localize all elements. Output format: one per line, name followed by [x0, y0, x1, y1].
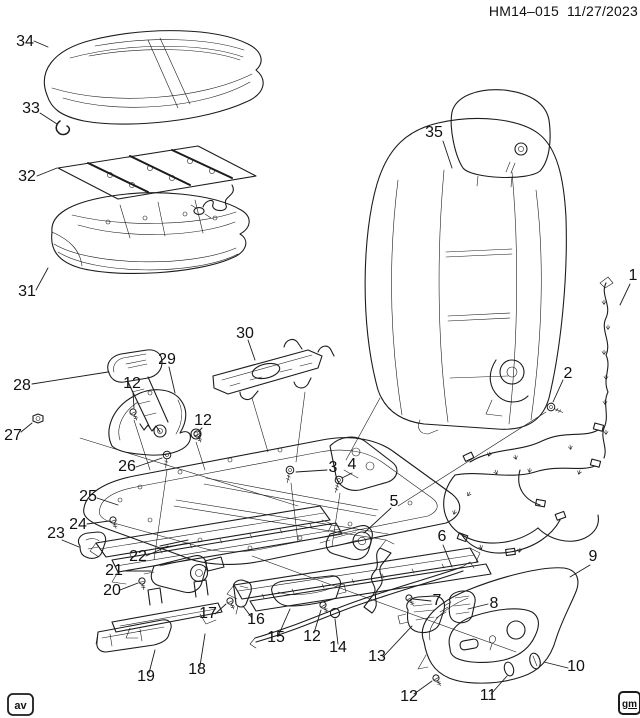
- callout-labels: 34 33 32 31 35 1 2 28 12 29 12 27 26 30 …: [4, 33, 637, 705]
- callout-16: 16: [247, 611, 265, 628]
- callout-12-c: 12: [303, 628, 321, 645]
- callout-5: 5: [390, 493, 399, 510]
- clip-23-drawing: [77, 531, 107, 559]
- callout-18: 18: [188, 661, 206, 678]
- recliner-bolt-drawing: [397, 401, 565, 507]
- leader-lines: [20, 40, 631, 695]
- screw-12-upper-left: [128, 407, 141, 422]
- callout-2: 2: [564, 365, 573, 382]
- callout-33: 33: [22, 100, 40, 117]
- adjuster-bracket-drawing: [212, 338, 335, 463]
- seat-frame-drawing: [83, 436, 461, 565]
- callout-17: 17: [199, 605, 217, 622]
- callout-31: 31: [18, 283, 36, 300]
- callout-26: 26: [118, 458, 136, 475]
- callout-19: 19: [137, 668, 155, 685]
- footer-badge-left: av: [7, 693, 34, 716]
- doc-date: 11/27/2023: [567, 3, 638, 19]
- callout-22: 22: [129, 548, 147, 565]
- badge-av-label: av: [14, 700, 27, 712]
- heater-pad-drawing: [57, 145, 257, 219]
- bracket-16-drawing: [232, 579, 252, 615]
- badge-gm-label: gm: [622, 699, 637, 710]
- latch-13-drawing: [397, 595, 446, 634]
- wiring-harness-drawing: [443, 276, 614, 557]
- seat-cushion-cover-drawing: [43, 30, 264, 125]
- bolt-26-drawing: [153, 450, 172, 561]
- callout-30: 30: [236, 325, 254, 342]
- callout-35: 35: [425, 124, 443, 141]
- inner-finish-cover-drawing: [108, 389, 206, 471]
- left-seat-track-drawing: [89, 505, 343, 585]
- cushion-pad-drawing: [51, 192, 250, 274]
- trim-15-drawing: [271, 575, 347, 607]
- callout-15: 15: [267, 629, 285, 646]
- bolt-3-drawing: [283, 464, 299, 543]
- callout-21: 21: [105, 562, 123, 579]
- callout-23: 23: [47, 525, 65, 542]
- callout-7: 7: [433, 592, 442, 609]
- callout-1: 1: [629, 267, 638, 284]
- callout-12-b: 12: [194, 412, 212, 429]
- callout-12-a: 12: [123, 375, 141, 392]
- rod-6-drawing: [249, 561, 475, 649]
- callout-12-d: 12: [400, 688, 418, 705]
- screw-12-upper-right: [192, 429, 205, 444]
- knob-11-drawing: [503, 661, 515, 677]
- callout-8: 8: [490, 595, 499, 612]
- callout-20: 20: [103, 582, 121, 599]
- screw-12-bottom-right: [431, 673, 444, 688]
- right-seat-track-drawing: [226, 547, 517, 653]
- callout-14: 14: [329, 639, 347, 656]
- buckle-nut-drawing: [32, 413, 44, 424]
- seat-belt-buckle-drawing: [79, 349, 299, 507]
- callout-11: 11: [480, 687, 497, 704]
- callout-9: 9: [589, 548, 598, 565]
- knob-10-drawing: [529, 652, 541, 670]
- callout-25: 25: [79, 488, 97, 505]
- callout-29: 29: [158, 351, 176, 368]
- bolt-4-drawing: [331, 474, 345, 547]
- handle-bracket-drawing: [363, 539, 395, 614]
- retainer-clip-drawing: [55, 120, 71, 136]
- switch-8-drawing: [448, 590, 476, 624]
- callout-24: 24: [69, 516, 87, 533]
- callout-13: 13: [368, 648, 386, 665]
- seat-back-assembly-drawing: [345, 89, 567, 461]
- ring-14-drawing: [329, 607, 341, 619]
- doc-part-number: HM14–015: [489, 3, 559, 19]
- screw-20-drawing: [137, 576, 148, 591]
- callout-6: 6: [438, 528, 447, 545]
- callout-4: 4: [348, 456, 357, 473]
- side-shield-drawing: [417, 567, 579, 684]
- callout-3: 3: [329, 459, 338, 476]
- callout-32: 32: [18, 168, 36, 185]
- callout-34: 34: [16, 33, 34, 50]
- footer-badge-gm-logo: gm: [618, 691, 640, 715]
- sill-19-drawing: [95, 619, 172, 653]
- callout-28: 28: [13, 377, 31, 394]
- callout-10: 10: [567, 658, 585, 675]
- screw-24-drawing: [108, 515, 120, 531]
- callout-27: 27: [4, 427, 22, 444]
